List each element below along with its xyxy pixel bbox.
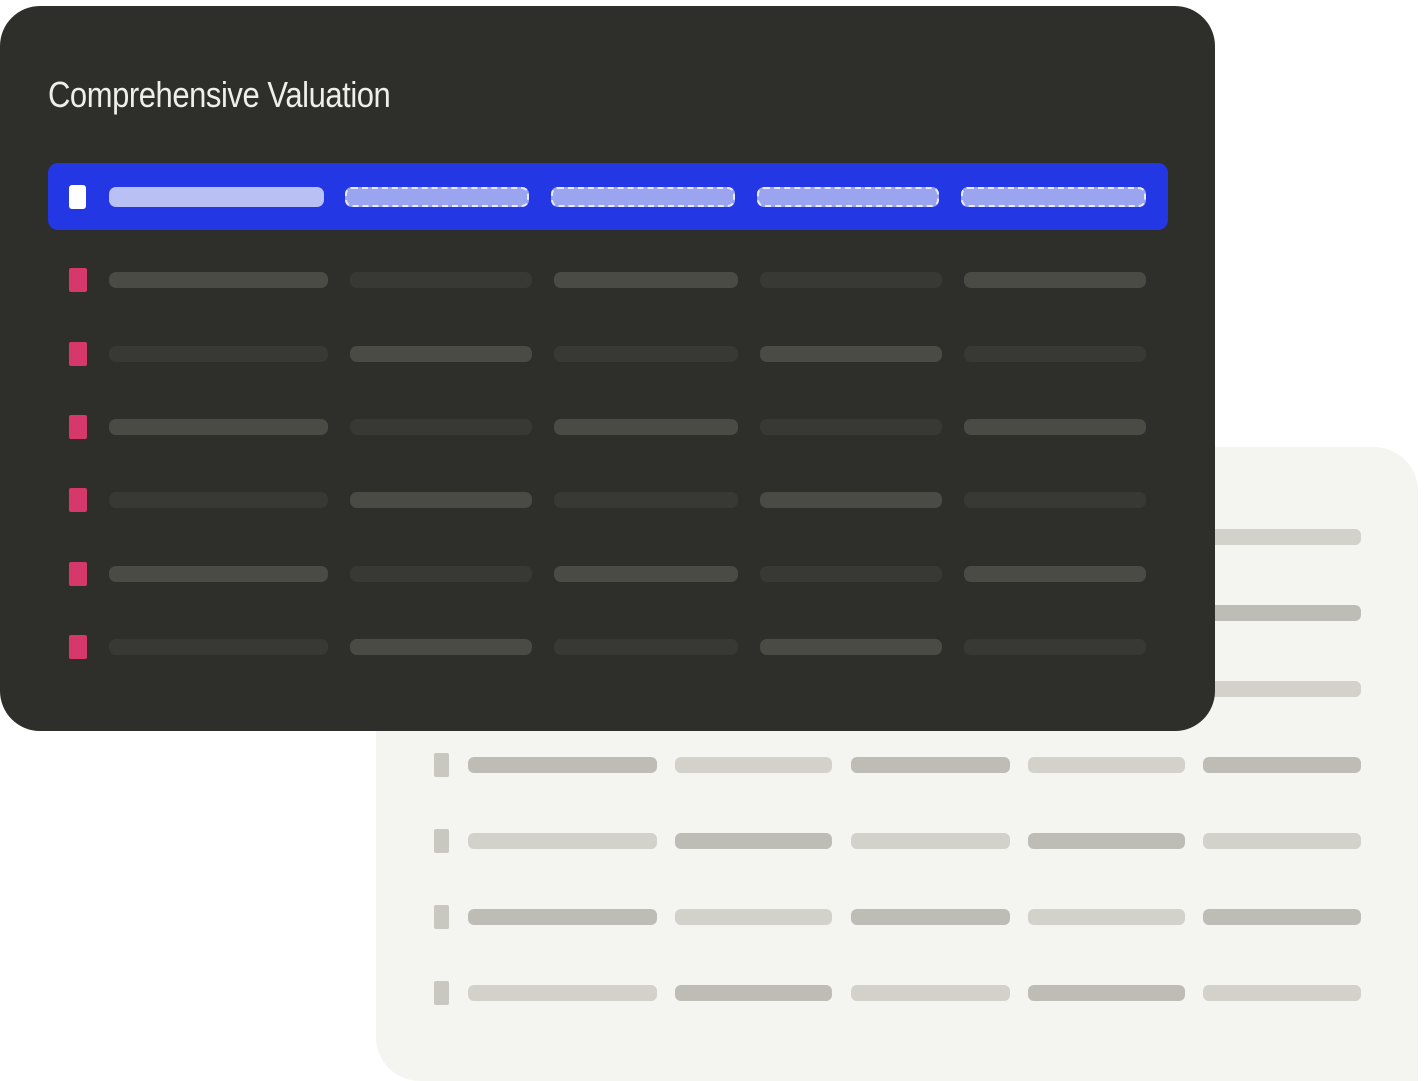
cell-placeholder <box>350 566 532 582</box>
cell-placeholder <box>760 419 942 435</box>
cell-placeholder <box>964 566 1146 582</box>
header-column-placeholder[interactable] <box>757 187 939 207</box>
cell-placeholder <box>1203 605 1361 621</box>
cell-placeholder <box>675 985 832 1001</box>
cell-placeholder <box>554 566 738 582</box>
cell-placeholder <box>760 492 942 508</box>
row-marker-icon[interactable] <box>69 342 87 366</box>
cell-placeholder <box>109 639 328 655</box>
list-item <box>376 753 1418 777</box>
cell-placeholder <box>1203 757 1361 773</box>
cell-placeholder <box>760 346 942 362</box>
row-marker-icon <box>434 905 449 929</box>
cell-placeholder <box>760 566 942 582</box>
row-marker-icon[interactable] <box>69 562 87 586</box>
cell-placeholder <box>350 346 532 362</box>
cell-placeholder <box>675 757 832 773</box>
header-column-placeholder[interactable] <box>345 187 529 207</box>
cell-placeholder <box>1028 985 1185 1001</box>
table-row[interactable] <box>0 268 1215 292</box>
cell-placeholder <box>109 492 328 508</box>
row-marker-icon[interactable] <box>69 268 87 292</box>
cell-placeholder <box>1028 757 1185 773</box>
cell-placeholder <box>468 909 657 925</box>
cell-placeholder <box>554 272 738 288</box>
cell-placeholder <box>554 419 738 435</box>
cell-placeholder <box>1028 833 1185 849</box>
cell-placeholder <box>468 757 657 773</box>
table-row[interactable] <box>0 635 1215 659</box>
row-marker-icon <box>434 981 449 1005</box>
table-row[interactable] <box>0 488 1215 512</box>
row-marker-icon[interactable] <box>69 635 87 659</box>
card-title: Comprehensive Valuation <box>48 74 391 115</box>
list-item <box>376 981 1418 1005</box>
cell-placeholder <box>1203 681 1361 697</box>
cell-placeholder <box>851 985 1010 1001</box>
cell-placeholder <box>1203 985 1361 1001</box>
cell-placeholder <box>1203 909 1361 925</box>
cell-placeholder <box>468 833 657 849</box>
cell-placeholder <box>964 346 1146 362</box>
row-marker-icon <box>434 753 449 777</box>
cell-placeholder <box>675 909 832 925</box>
cell-placeholder <box>964 272 1146 288</box>
valuation-table-card: Comprehensive Valuation <box>0 6 1215 731</box>
cell-placeholder <box>350 272 532 288</box>
checkbox-icon[interactable] <box>69 185 86 209</box>
cell-placeholder <box>554 639 738 655</box>
cell-placeholder <box>964 492 1146 508</box>
cell-placeholder <box>109 346 328 362</box>
cell-placeholder <box>675 833 832 849</box>
row-marker-icon[interactable] <box>69 415 87 439</box>
list-item <box>376 829 1418 853</box>
cell-placeholder <box>1203 833 1361 849</box>
header-column-placeholder[interactable] <box>551 187 735 207</box>
list-item <box>376 905 1418 929</box>
cell-placeholder <box>109 419 328 435</box>
cell-placeholder <box>760 272 942 288</box>
cell-placeholder <box>109 272 328 288</box>
table-row[interactable] <box>0 415 1215 439</box>
cell-placeholder <box>350 419 532 435</box>
header-column-placeholder[interactable] <box>109 187 324 207</box>
cell-placeholder <box>554 492 738 508</box>
cell-placeholder <box>468 985 657 1001</box>
row-marker-icon[interactable] <box>69 488 87 512</box>
header-column-placeholder[interactable] <box>961 187 1146 207</box>
cell-placeholder <box>964 639 1146 655</box>
cell-placeholder <box>851 757 1010 773</box>
cell-placeholder <box>350 639 532 655</box>
table-header-row[interactable] <box>48 163 1168 230</box>
cell-placeholder <box>1028 909 1185 925</box>
cell-placeholder <box>851 909 1010 925</box>
row-marker-icon <box>434 829 449 853</box>
cell-placeholder <box>350 492 532 508</box>
cell-placeholder <box>554 346 738 362</box>
cell-placeholder <box>109 566 328 582</box>
cell-placeholder <box>851 833 1010 849</box>
table-row[interactable] <box>0 342 1215 366</box>
cell-placeholder <box>964 419 1146 435</box>
cell-placeholder <box>760 639 942 655</box>
table-row[interactable] <box>0 562 1215 586</box>
cell-placeholder <box>1203 529 1361 545</box>
